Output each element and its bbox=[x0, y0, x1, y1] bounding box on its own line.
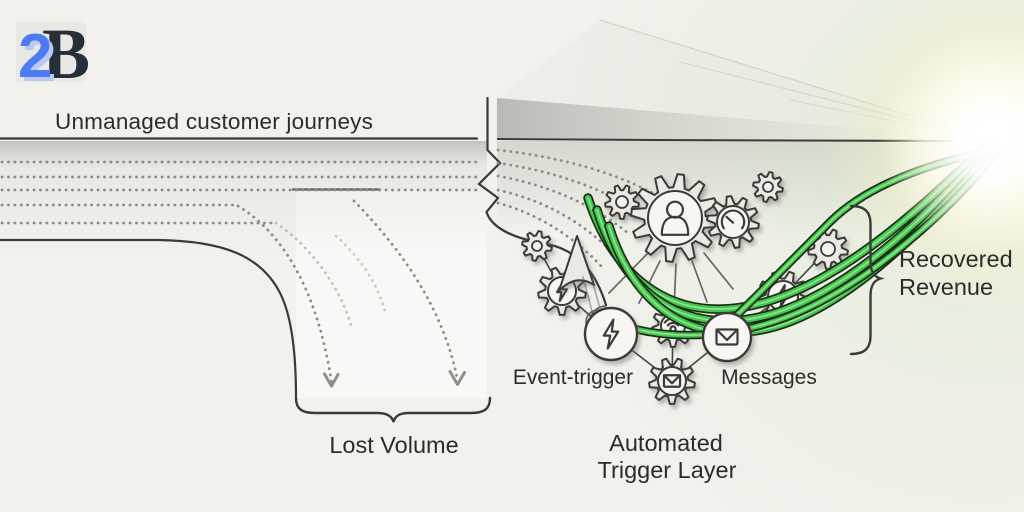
person-icon bbox=[660, 200, 690, 236]
lost-volume-label: Lost Volume bbox=[329, 432, 458, 458]
logo-letter-b: B bbox=[42, 14, 90, 94]
logo-2b: B 2 2 bbox=[16, 14, 90, 95]
gear-small-left bbox=[521, 230, 553, 262]
gear-gauge bbox=[706, 195, 760, 249]
gear-mail-bottom bbox=[648, 357, 696, 405]
dotted-journey-streams bbox=[0, 160, 480, 225]
mail-icon bbox=[662, 374, 682, 388]
recovered-revenue-label-line1: Recovered bbox=[899, 246, 1013, 272]
bolt-icon bbox=[555, 279, 569, 303]
messages-node bbox=[701, 311, 753, 363]
automated-layer-label-line1: Automated bbox=[609, 430, 723, 456]
automated-layer-label-line2: Trigger Layer bbox=[598, 457, 737, 483]
event-trigger-node bbox=[583, 306, 639, 362]
dotted-streams-right bbox=[496, 148, 660, 268]
gear-person bbox=[630, 173, 720, 263]
messages-label: Messages bbox=[721, 366, 817, 389]
title-unmanaged-journeys: Unmanaged customer journeys bbox=[55, 109, 373, 134]
lost-volume-waterfall bbox=[236, 199, 466, 388]
bolt-icon bbox=[602, 318, 620, 350]
trigger-nodes bbox=[583, 306, 753, 363]
arrow-down-icon bbox=[448, 370, 466, 386]
recovered-revenue-brace bbox=[849, 204, 885, 356]
event-trigger-label: Event-trigger bbox=[513, 366, 633, 389]
recovered-revenue-label-line2: Revenue bbox=[899, 274, 993, 300]
logo-backplate bbox=[16, 22, 86, 82]
arrow-down-icon bbox=[323, 372, 340, 388]
gauge-icon bbox=[720, 209, 746, 230]
lost-volume-brace bbox=[294, 396, 492, 423]
gear-plain-back bbox=[604, 184, 640, 220]
gear-small-top bbox=[752, 171, 784, 203]
logo-numeral: 2 bbox=[18, 22, 52, 91]
pencil-icon bbox=[558, 235, 595, 292]
sun-core-glow bbox=[877, 27, 1024, 257]
logo-numeral-shadow: 2 bbox=[22, 26, 56, 95]
mail-icon bbox=[715, 328, 739, 346]
left-funnel-edge bbox=[0, 238, 298, 399]
left-flow-shading bbox=[0, 141, 487, 256]
